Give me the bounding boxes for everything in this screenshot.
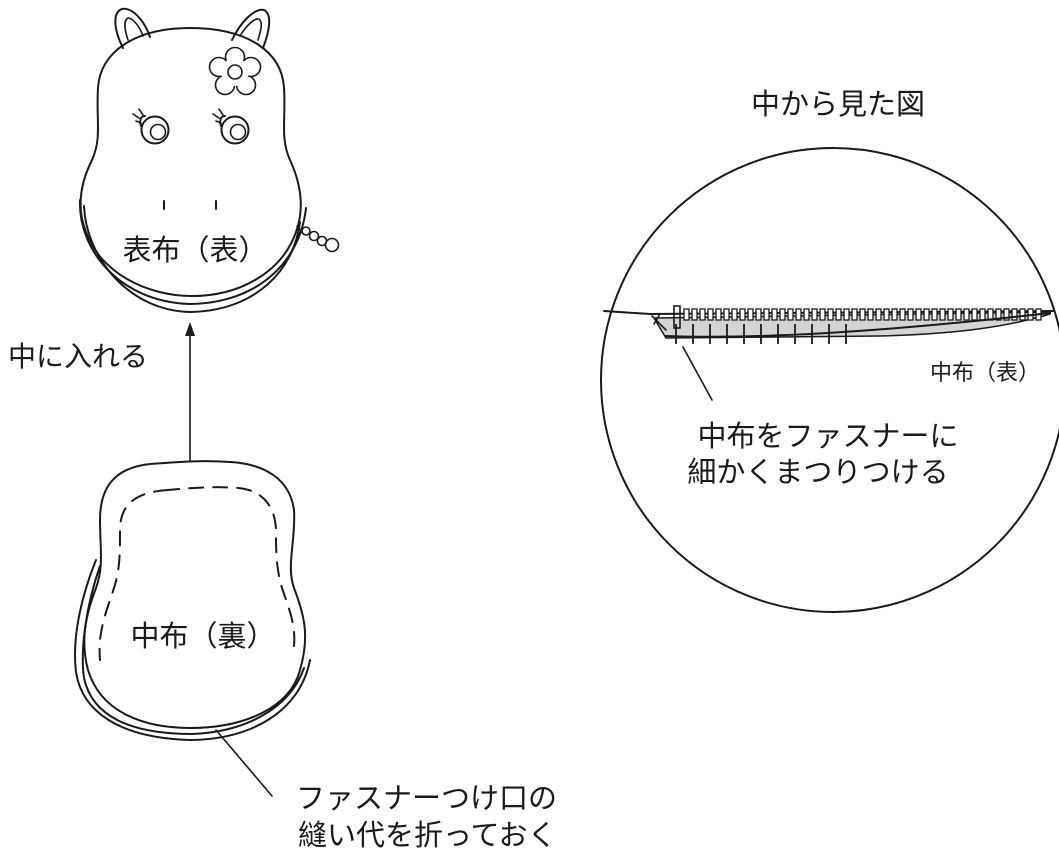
- inner-fabric-pouch: 中布（裏）: [73, 460, 311, 741]
- zipper-tooth: [923, 308, 930, 321]
- inner-fabric-front-label: 中布（表）: [930, 361, 1040, 386]
- zipper-tooth: [691, 308, 698, 321]
- zipper-tooth: [795, 308, 802, 321]
- zipper-pull-icon: [296, 225, 340, 253]
- zipper-tooth: [883, 308, 890, 321]
- zipper-tooth: [859, 308, 866, 321]
- zipper-tooth: [1019, 308, 1026, 321]
- fold-note-line2: 縫い代を折っておく: [298, 818, 557, 852]
- zipper-tooth: [891, 308, 898, 321]
- zipper-tooth: [723, 308, 730, 321]
- zipper-tooth: [835, 308, 842, 321]
- interior-view-title: 中から見た図: [751, 87, 925, 121]
- inner-fabric-outline: [83, 460, 307, 729]
- left-ear-icon: [114, 7, 151, 49]
- zipper-tooth: [811, 308, 818, 321]
- flower-icon: [208, 46, 262, 96]
- zipper-tooth: [715, 308, 722, 321]
- hippo-body-outline: [79, 27, 302, 297]
- fold-note-line1: ファスナーつけ口の: [296, 781, 557, 815]
- zipper-tooth: [843, 308, 850, 321]
- zipper-tooth: [907, 308, 914, 321]
- inner-fabric-back-label: 中布（裏）: [130, 619, 275, 653]
- zipper-tooth: [707, 308, 714, 321]
- zipper-tooth: [771, 308, 778, 321]
- zipper-tooth: [1003, 308, 1010, 321]
- zipper-tooth: [1011, 308, 1018, 321]
- zipper-tooth: [731, 308, 738, 321]
- zipper-tooth: [747, 308, 754, 321]
- seam-allowance-dashed: [98, 486, 296, 661]
- fold-note-leader: [215, 729, 273, 797]
- stitch-note-leader: [682, 346, 713, 401]
- right-ear-icon: [231, 8, 271, 49]
- zipper-tooth: [827, 308, 834, 321]
- outer-fabric-label: 表布（表）: [122, 233, 267, 267]
- interior-view-circle: [600, 147, 1059, 613]
- zipper-tooth: [931, 308, 938, 321]
- zipper-tooth: [851, 308, 858, 321]
- zipper-tooth: [971, 308, 978, 321]
- left-eye-icon: [132, 108, 170, 145]
- zipper-tooth: [963, 308, 970, 321]
- stitch-note-line2: 細かくまつりつける: [687, 455, 948, 489]
- zipper-tooth: [787, 308, 794, 321]
- insert-arrow: [185, 322, 195, 461]
- zipper-tooth: [915, 308, 922, 321]
- zipper-tooth: [899, 308, 906, 321]
- hippo-pouch: 表布（表）: [78, 7, 340, 313]
- zipper-tooth: [947, 308, 954, 321]
- zipper-tooth: [875, 308, 882, 321]
- right-eye-icon: [212, 108, 250, 145]
- zipper-tooth: [803, 308, 810, 321]
- zipper-tooth: [819, 308, 826, 321]
- zipper-tooth: [867, 308, 874, 321]
- zipper-tooth: [979, 308, 986, 321]
- zipper-tooth: [763, 308, 770, 321]
- zipper-tooth: [755, 308, 762, 321]
- stitch-note-line1: 中布をファスナーに: [697, 419, 958, 453]
- zipper-tooth: [995, 308, 1002, 321]
- zipper-tooth: [955, 308, 962, 321]
- zipper-tooth: [939, 308, 946, 321]
- zipper-tooth: [699, 308, 706, 321]
- zipper-tooth: [779, 308, 786, 321]
- zipper-teeth: [683, 308, 1042, 321]
- zipper-tooth: [739, 308, 746, 321]
- zipper-tooth: [683, 308, 690, 321]
- insert-label: 中に入れる: [8, 340, 148, 373]
